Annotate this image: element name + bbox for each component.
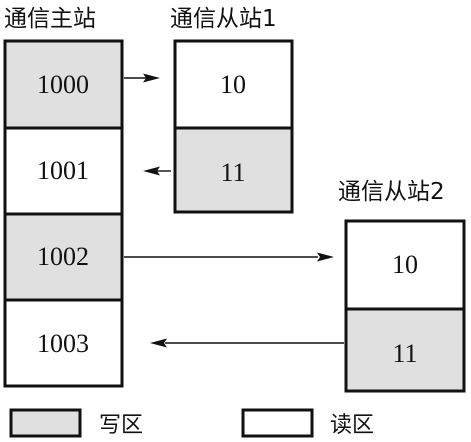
arrow-1000-head — [143, 73, 160, 83]
master-cell-1000 — [3, 39, 124, 130]
slave1-title: 通信从站1 — [170, 6, 277, 32]
legend: 写区 读区 — [9, 408, 374, 438]
slave2-station: 10 11 — [344, 219, 466, 393]
slave1-cell-10-label: 10 — [220, 70, 246, 99]
legend-read-label: 读区 — [330, 413, 374, 438]
master-cell-1000-label: 1000 — [37, 70, 89, 99]
legend-read-swatch — [241, 408, 314, 438]
slave2-cell-11 — [344, 307, 466, 393]
master-title: 通信主站 — [4, 6, 96, 32]
slave2-cell-10-label: 10 — [392, 250, 418, 279]
arrow-1002-to-slave2-10 — [124, 252, 334, 262]
slave1-cell-11 — [173, 126, 294, 214]
master-cell-1001 — [3, 126, 124, 216]
arrow-1003-head — [150, 338, 167, 348]
slave1-station: 10 11 — [173, 39, 294, 214]
arrow-1002-head — [317, 252, 334, 262]
master-station: 1000 1001 1002 1003 — [3, 39, 124, 388]
master-cell-1003 — [3, 298, 124, 388]
arrow-slave2-11-to-1003 — [150, 338, 344, 348]
slave2-cell-11-label: 11 — [392, 339, 417, 368]
arrow-slave1-11-to-1001 — [143, 166, 171, 176]
master-cell-1002-label: 1002 — [37, 242, 89, 271]
slave1-cell-11-label: 11 — [220, 158, 245, 187]
arrow-1000-to-slave1-10 — [124, 73, 160, 83]
arrow-1001-head — [143, 166, 160, 176]
legend-write-swatch — [9, 408, 82, 438]
slave2-title: 通信从站2 — [338, 179, 445, 205]
legend-write-label: 写区 — [99, 413, 143, 438]
master-cell-1001-label: 1001 — [37, 156, 89, 185]
master-cell-1003-label: 1003 — [37, 329, 89, 358]
